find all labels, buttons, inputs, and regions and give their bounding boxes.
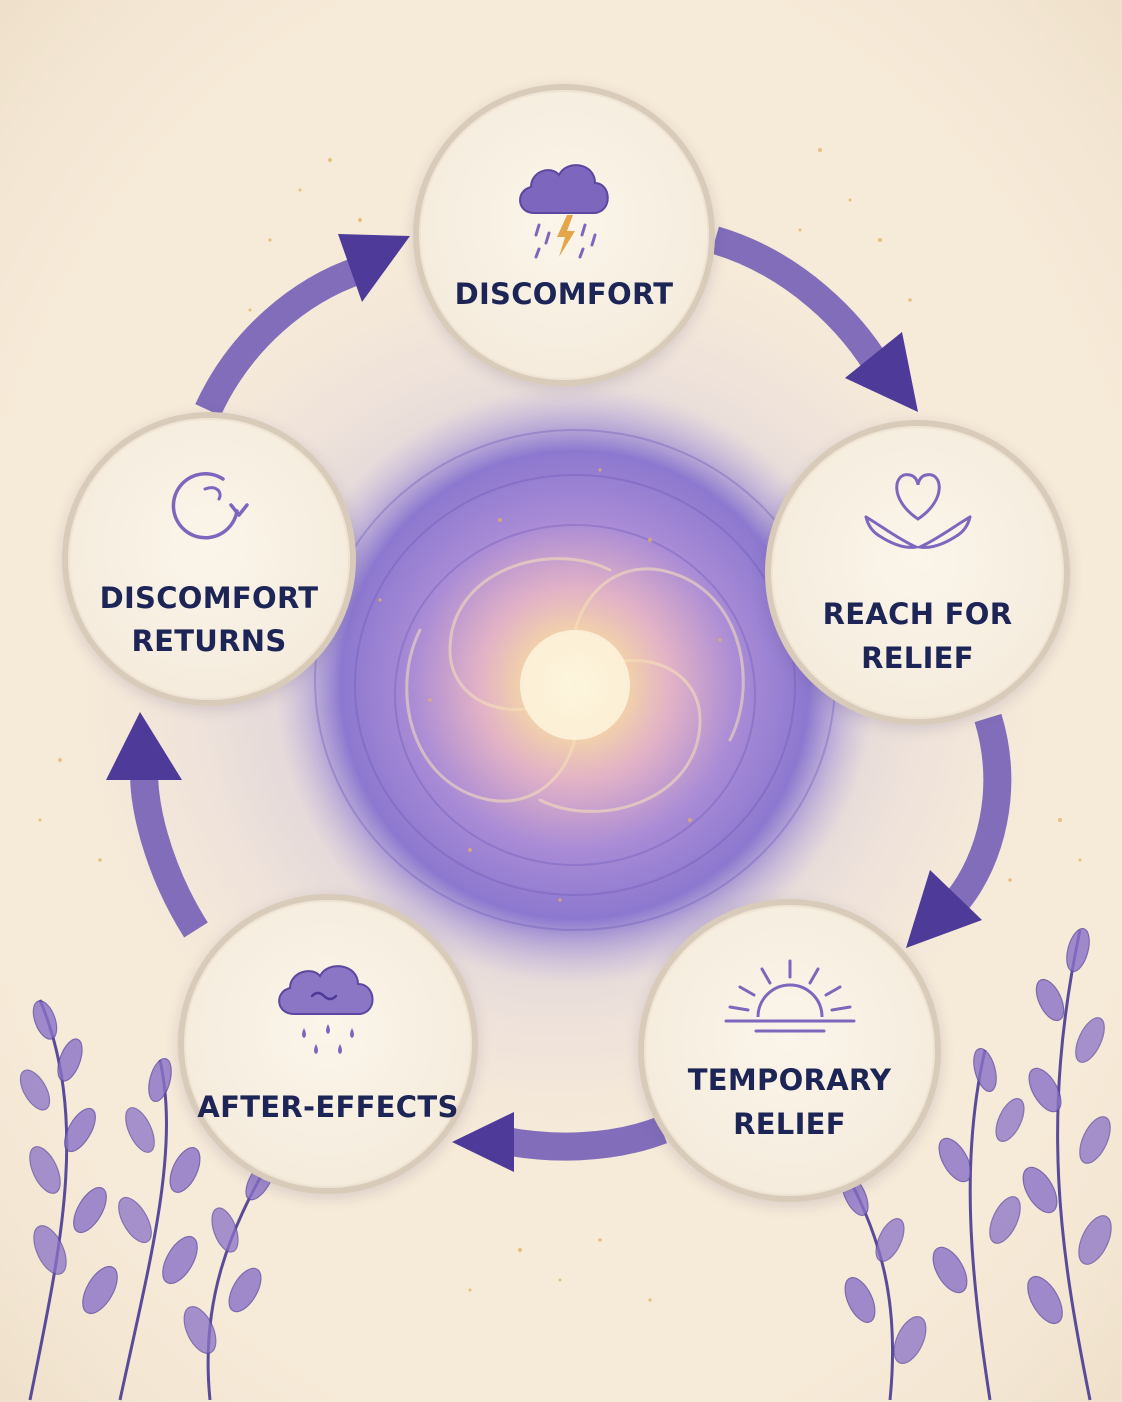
sunrise-icon bbox=[724, 959, 855, 1033]
arrow-temp-to-after bbox=[452, 1112, 668, 1172]
gold-speckles bbox=[38, 148, 1082, 1302]
label-line: RETURNS bbox=[131, 624, 287, 658]
heart-in-hands-icon bbox=[864, 473, 971, 549]
node-discomfort: DISCOMFORT bbox=[413, 84, 715, 386]
node-temporary-relief: TEMPORARY RELIEF bbox=[638, 899, 941, 1202]
central-swirl bbox=[275, 385, 875, 985]
arrow-returns-to-discomfort bbox=[195, 234, 410, 416]
node-label: REACH FOR RELIEF bbox=[823, 593, 1013, 680]
node-after-effects: AFTER-EFFECTS bbox=[178, 894, 478, 1194]
lavender-sprigs-left bbox=[19, 999, 275, 1401]
arrow-reach-to-temp bbox=[906, 713, 1012, 948]
circular-arrow-icon bbox=[171, 471, 249, 539]
label-line: REACH FOR bbox=[822, 597, 1013, 631]
node-label: DISCOMFORT RETURNS bbox=[100, 577, 319, 664]
node-label: TEMPORARY RELIEF bbox=[688, 1059, 892, 1146]
label-line: RELIEF bbox=[861, 640, 974, 675]
label-line: TEMPORARY bbox=[687, 1063, 892, 1097]
rain-cloud-icon bbox=[278, 965, 374, 1055]
node-reach-for-relief: REACH FOR RELIEF bbox=[765, 420, 1070, 725]
label-line: RELIEF bbox=[733, 1106, 846, 1141]
label-line: AFTER-EFFECTS bbox=[197, 1090, 459, 1125]
node-discomfort-returns: DISCOMFORT RETURNS bbox=[62, 412, 356, 706]
cycle-arrows bbox=[106, 226, 1012, 1172]
arrow-discomfort-to-reach bbox=[710, 226, 918, 412]
lavender-sprigs-right bbox=[841, 927, 1112, 1401]
label-line: DISCOMFORT bbox=[99, 580, 319, 615]
node-label: AFTER-EFFECTS bbox=[197, 1086, 458, 1130]
storm-cloud-lightning-icon bbox=[519, 164, 609, 259]
arrow-after-to-returns bbox=[106, 712, 208, 938]
node-label: DISCOMFORT bbox=[455, 273, 674, 317]
label-line: DISCOMFORT bbox=[454, 277, 674, 312]
